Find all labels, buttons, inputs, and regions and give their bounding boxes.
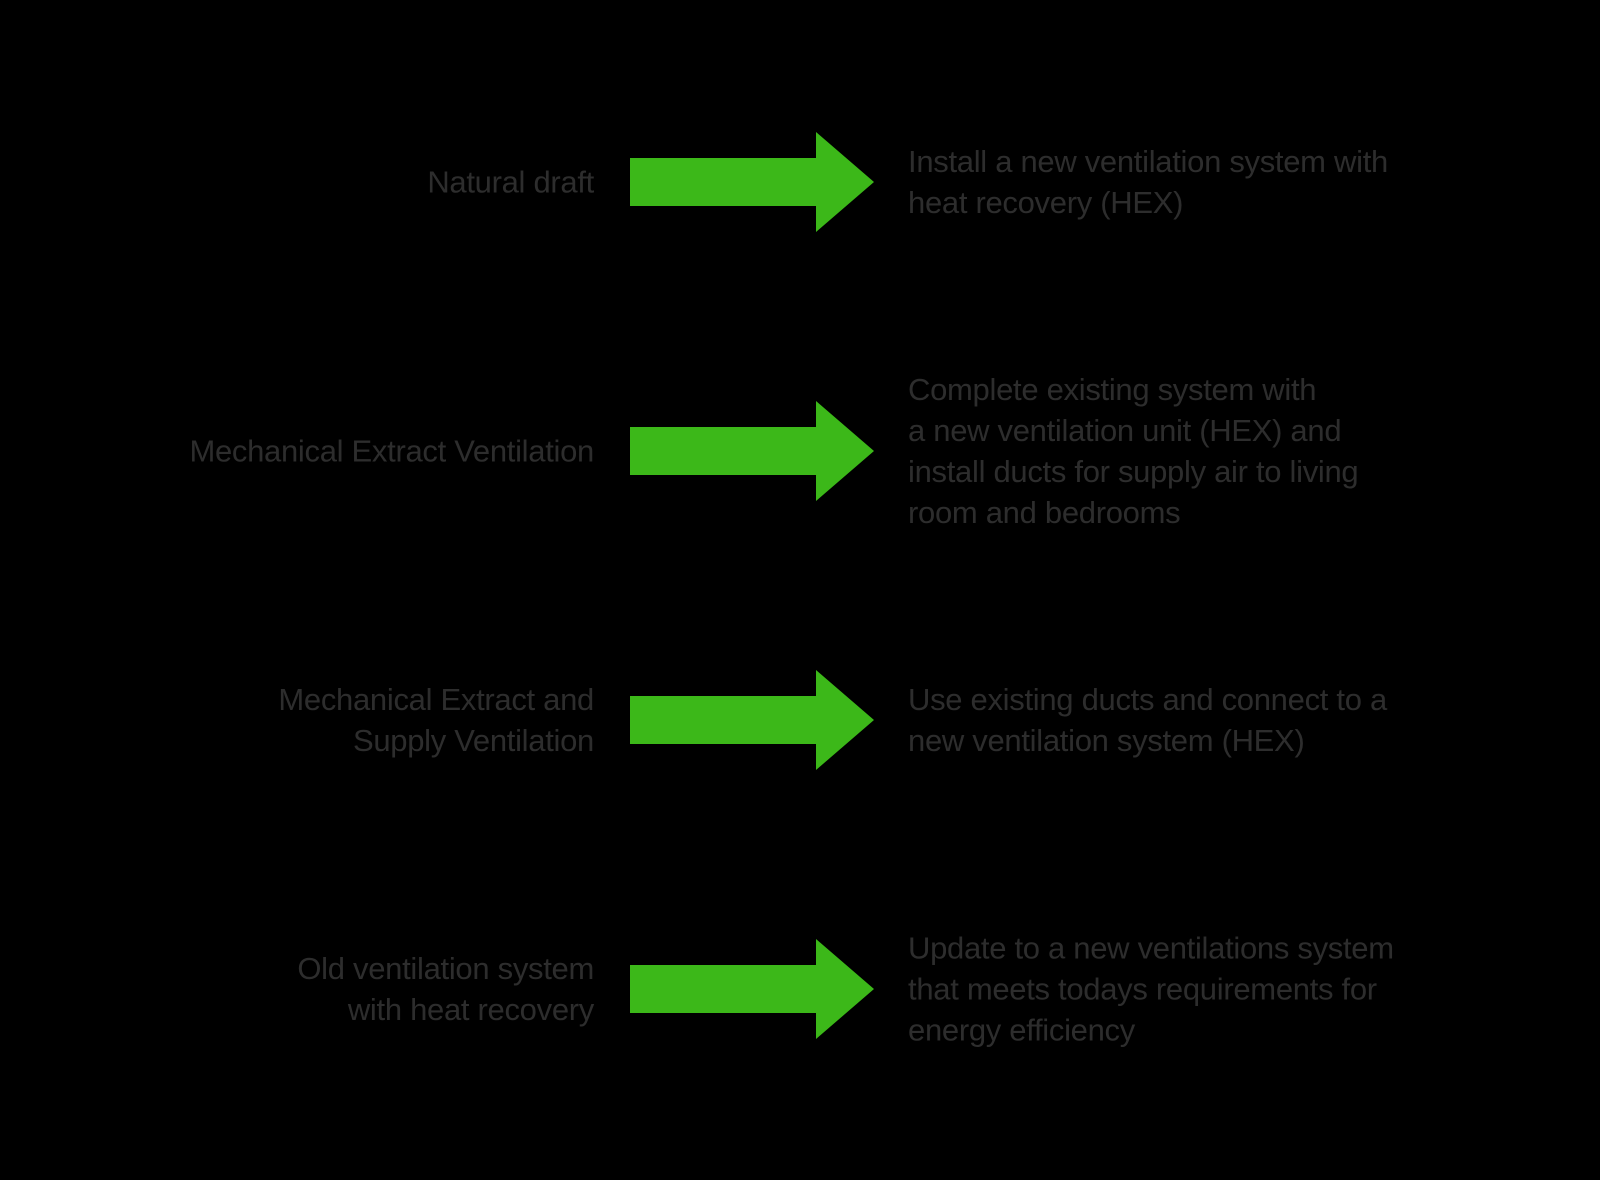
arrow-right-icon: [630, 401, 874, 501]
arrow-right-icon: [630, 132, 874, 232]
existing-system-label: Mechanical Extract Ventilation: [189, 433, 594, 469]
arrow-right-icon: [630, 939, 874, 1039]
upgrade-description: Complete existing system with a new vent…: [908, 372, 1359, 530]
existing-system-label: Mechanical Extract and Supply Ventilatio…: [278, 682, 594, 758]
existing-system-label: Old ventilation system with heat recover…: [297, 951, 594, 1027]
upgrade-description: Use existing ducts and connect to a new …: [908, 682, 1387, 758]
arrow-right-icon: [630, 670, 874, 770]
upgrade-description: Update to a new ventilations system that…: [908, 930, 1394, 1048]
upgrade-description: Install a new ventilation system with he…: [908, 144, 1388, 220]
existing-system-label: Natural draft: [427, 164, 594, 200]
